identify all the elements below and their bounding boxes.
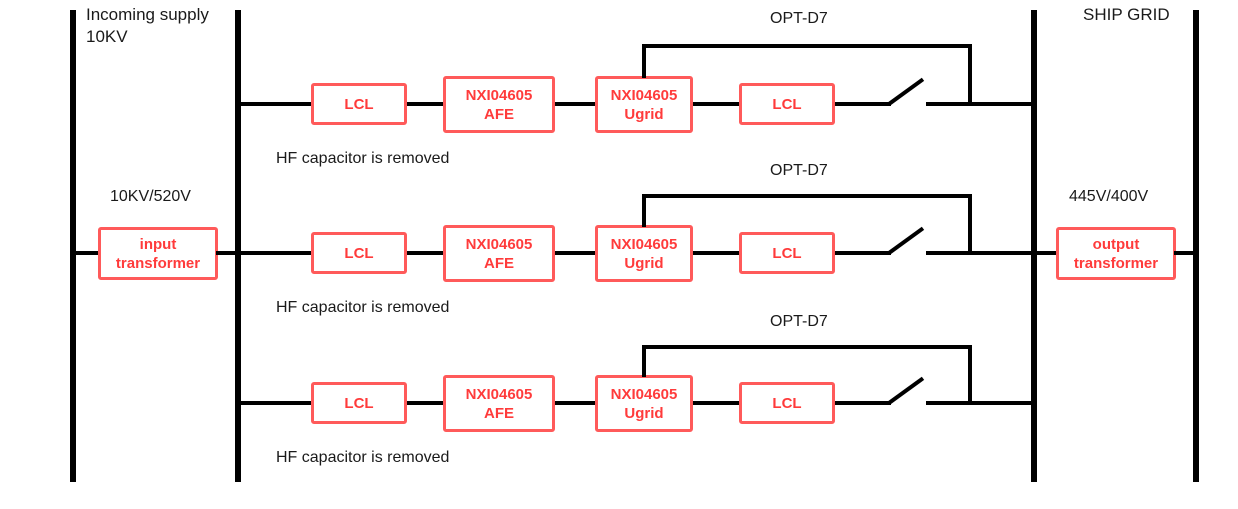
label-input-transformer-ratio: 10KV/520V	[110, 188, 191, 205]
b3-afe-label-line2: AFE	[484, 404, 514, 422]
wire-b3-lcl2-to-switch	[833, 401, 891, 405]
b3-afe-box[interactable]: NXI04605 AFE	[443, 375, 555, 432]
wire-b3-afe-to-ugrid	[553, 401, 597, 405]
b3-lcl-output-label: LCL	[772, 394, 802, 412]
output-transformer-label-line2: transformer	[1073, 254, 1159, 272]
label-output-transformer-ratio: 445V/400V	[1069, 188, 1149, 205]
b3-lcl-output-box[interactable]: LCL	[739, 382, 835, 424]
label-ship-grid: SHIP GRID	[1083, 5, 1170, 24]
b1-bypass-label: OPT-D7	[770, 10, 828, 27]
b1-ugrid-label-line1: NXI04605	[610, 86, 678, 104]
wire-b2-ugrid-to-lcl2	[691, 251, 741, 255]
input-transformer-box[interactable]: input transformer	[98, 227, 218, 280]
wire-b1-bypass-riser	[642, 44, 646, 78]
b2-afe-label-line2: AFE	[484, 254, 514, 272]
wire-b3-switch-to-bus	[926, 401, 1035, 405]
b2-lcl-output-label: LCL	[772, 244, 802, 262]
b3-hf-capacitor-note: HF capacitor is removed	[276, 449, 450, 466]
b1-lcl-input-box[interactable]: LCL	[311, 83, 407, 125]
b3-ugrid-label-line2: Ugrid	[624, 404, 664, 422]
wire-output-transformer-to-ship-grid	[1174, 251, 1197, 255]
wire-b1-switch-to-bus	[926, 102, 1035, 106]
b1-hf-capacitor-note: HF capacitor is removed	[276, 150, 450, 167]
output-transformer-box[interactable]: output transformer	[1056, 227, 1176, 280]
b3-ugrid-label-line1: NXI04605	[610, 385, 678, 403]
b2-bypass-label: OPT-D7	[770, 162, 828, 179]
b1-ugrid-label-line2: Ugrid	[624, 105, 664, 123]
output-transformer-label-line1: output	[1092, 235, 1140, 253]
bus-ship-grid-400v	[1193, 10, 1199, 482]
b2-lcl-input-label: LCL	[344, 244, 374, 262]
b2-lcl-output-box[interactable]: LCL	[739, 232, 835, 274]
b1-lcl-output-box[interactable]: LCL	[739, 83, 835, 125]
wire-b3-bypass-riser	[642, 345, 646, 377]
b2-ugrid-box[interactable]: NXI04605 Ugrid	[595, 225, 693, 282]
b2-hf-capacitor-note: HF capacitor is removed	[276, 299, 450, 316]
b1-lcl-input-label: LCL	[344, 95, 374, 113]
label-incoming-supply: Incoming supply 10KV	[86, 5, 209, 46]
b3-lcl-input-label: LCL	[344, 394, 374, 412]
wire-b2-afe-to-ugrid	[553, 251, 597, 255]
input-transformer-label-line1: input	[139, 235, 177, 253]
wire-b1-bypass-span	[642, 44, 972, 48]
bus-445v	[1031, 10, 1037, 482]
wire-b2-bypass-drop	[968, 194, 972, 253]
b2-ugrid-label-line1: NXI04605	[610, 235, 678, 253]
b3-bypass-label: OPT-D7	[770, 313, 828, 330]
wire-b2-bypass-span	[642, 194, 972, 198]
input-transformer-label-line2: transformer	[115, 254, 201, 272]
b3-bypass-switch[interactable]	[887, 376, 925, 405]
b2-bypass-switch[interactable]	[887, 226, 925, 255]
b3-ugrid-box[interactable]: NXI04605 Ugrid	[595, 375, 693, 432]
wire-b3-ugrid-to-lcl2	[691, 401, 741, 405]
wire-b1-ugrid-to-lcl2	[691, 102, 741, 106]
wire-b1-lcl2-to-switch	[833, 102, 891, 106]
b1-lcl-output-label: LCL	[772, 95, 802, 113]
bus-incoming-10kv	[70, 10, 76, 482]
wire-b1-bypass-drop	[968, 44, 972, 104]
b1-afe-label-line2: AFE	[484, 105, 514, 123]
wire-incoming-to-input-transformer	[70, 251, 104, 255]
bus-lv-520v	[235, 10, 241, 482]
wire-b3-lcl1-to-afe	[405, 401, 445, 405]
b2-afe-box[interactable]: NXI04605 AFE	[443, 225, 555, 282]
wire-b3-bus-to-lcl1	[235, 401, 313, 405]
b1-afe-box[interactable]: NXI04605 AFE	[443, 76, 555, 133]
b3-afe-label-line1: NXI04605	[465, 385, 533, 403]
wire-b2-lcl1-to-afe	[405, 251, 445, 255]
wire-b3-bypass-drop	[968, 345, 972, 403]
wire-b1-lcl1-to-afe	[405, 102, 445, 106]
wire-b2-bypass-riser	[642, 194, 646, 227]
wire-445v-bus-to-output-transformer	[1031, 251, 1060, 255]
b2-afe-label-line1: NXI04605	[465, 235, 533, 253]
b2-lcl-input-box[interactable]: LCL	[311, 232, 407, 274]
wire-input-transformer-to-lv-bus	[216, 251, 239, 255]
wire-b2-bus-to-lcl1	[235, 251, 313, 255]
b1-bypass-switch[interactable]	[887, 77, 925, 106]
wire-b3-bypass-span	[642, 345, 972, 349]
b1-afe-label-line1: NXI04605	[465, 86, 533, 104]
b3-lcl-input-box[interactable]: LCL	[311, 382, 407, 424]
b2-ugrid-label-line2: Ugrid	[624, 254, 664, 272]
wire-b1-afe-to-ugrid	[553, 102, 597, 106]
b1-ugrid-box[interactable]: NXI04605 Ugrid	[595, 76, 693, 133]
wire-b2-switch-to-bus	[926, 251, 1035, 255]
wire-b1-bus-to-lcl1	[235, 102, 313, 106]
wire-b2-lcl2-to-switch	[833, 251, 891, 255]
